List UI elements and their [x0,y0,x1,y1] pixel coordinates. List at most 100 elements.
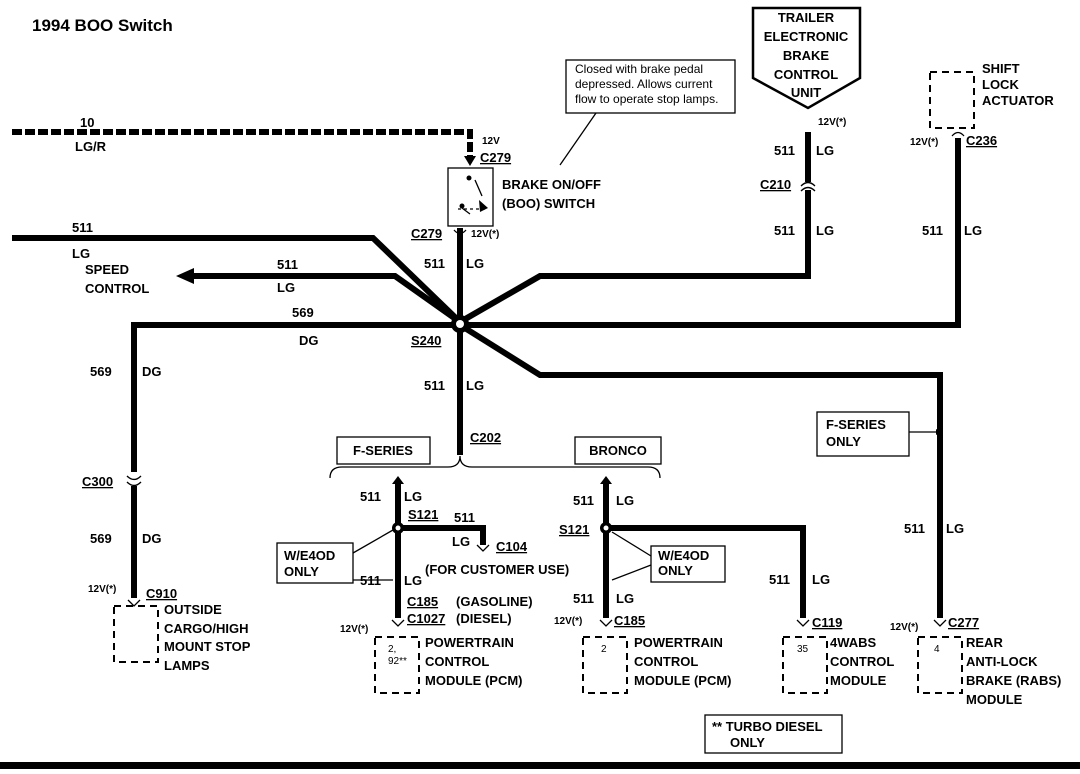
fseries-only-line-1: F-SERIES [826,417,886,432]
c119-symbol [796,619,810,627]
wabs-box [782,636,828,694]
we40d-fseries-line-2: ONLY [284,564,319,579]
wire-511-left [12,235,463,325]
bracket-c202 [329,455,661,479]
wire-511-speed-control [190,273,462,325]
rabs-line-1: REAR [966,635,1003,650]
turbo-note-box [704,714,843,754]
voltage-c910: 12V(*) [88,584,116,595]
we40d-bronco-line-2: ONLY [658,563,693,578]
wire-label-511-wabs: 511 [769,572,790,587]
we40d-bronco-line-1: W/E4OD [658,548,709,563]
trailer-unit-line-4: CONTROL [774,67,838,82]
arrow-speed-control [176,268,194,284]
wire-label-dg-top: DG [299,333,319,348]
wire-label-511-shift: 511 [922,223,943,238]
wire-label-511-c104: 511 [454,510,475,525]
wire-label-511-bronco-lower: 511 [573,591,594,606]
voltage-c236: 12V(*) [910,137,938,148]
wire-label-511-rabs: 511 [904,521,925,536]
wire-label-lg-wabs: LG [812,572,830,587]
rabs-line-4: MODULE [966,692,1023,707]
connector-c277: C277 [948,615,979,630]
wire-label-lg-shift: LG [964,223,982,238]
wire-label-511-speed: 511 [277,257,298,272]
note-closed-line-2: depressed. Allows current [575,77,713,91]
wabs-line-1: 4WABS [830,635,877,650]
diagram-title: 1994 BOO Switch [32,16,173,35]
pcm-fseries-line-3: MODULE (PCM) [425,673,523,688]
wire-label-lg-trailer-top: LG [816,143,834,158]
shift-lock-line-1: SHIFT [982,61,1020,76]
wabs-line-3: MODULE [830,673,887,688]
turbo-note-line-2: ONLY [730,735,765,750]
pcm-bronco-line-1: POWERTRAIN [634,635,723,650]
c300-symbol-bottom [126,481,142,487]
connector-c119: C119 [812,615,842,630]
boo-switch-icon [479,200,488,212]
wire-label-lg-fseries-lower: LG [404,573,422,588]
speed-control-line-1: SPEED [85,262,129,277]
wire-label-511-fseries-lower: 511 [360,573,381,588]
rabs-line-2: ANTI-LOCK [966,654,1038,669]
bronco-label-box [574,436,662,465]
c910-symbol [127,599,141,607]
trailer-brake-unit-shape [751,6,862,110]
outside-lamps-line-4: LAMPS [164,658,210,673]
outside-lamps-line-1: OUTSIDE [164,602,222,617]
wire-label-569-top: 569 [292,305,314,320]
c210-symbol-top [800,181,816,187]
c236-symbol [951,131,965,137]
bottom-border [0,762,1080,769]
connector-c300: C300 [82,474,113,489]
wire-label-511-bronco: 511 [573,493,594,508]
connector-s121-fseries: S121 [408,507,438,522]
pin-wabs: 35 [797,644,809,655]
trailer-unit-line-1: TRAILER [778,10,835,25]
rabs-box [917,636,963,694]
wire-label-lg-trailer-bottom: LG [816,223,834,238]
pcm-fseries-line-1: POWERTRAIN [425,635,514,650]
outside-lamps-line-2: CARGO/HIGH [164,621,249,636]
note-leader [559,112,597,166]
wire-label-dg-lower: DG [142,531,162,546]
wire-label-lgr: LG/R [75,139,107,154]
wire-label-lg-down: LG [466,378,484,393]
wire-label-511-trailer-bottom: 511 [774,223,795,238]
wire-10-lgr [12,129,473,160]
connector-c202: C202 [470,430,501,445]
wire-label-lg-speed: LG [277,280,295,295]
wire-label-511-boo: 511 [424,256,445,271]
boo-switch-line-2: (BOO) SWITCH [502,196,595,211]
pin-pcm-fseries-1: 2, [388,644,396,655]
outside-lamps-box [113,605,159,663]
c277-symbol [933,619,947,627]
connector-c279-top: C279 [480,150,511,165]
diesel-label: (DIESEL) [456,611,512,626]
for-customer-use: (FOR CUSTOMER USE) [425,562,569,577]
we40d-fseries-line-1: W/E4OD [284,548,335,563]
c210-symbol-bottom [800,186,816,192]
wire-wabs [606,525,806,618]
connector-c279-bottom: C279 [411,226,442,241]
splice-s240-center [456,320,464,328]
wire-511-rabs [458,322,943,618]
wire-label-511-fseries: 511 [360,489,381,504]
fseries-only-line-2: ONLY [826,434,861,449]
wire-label-lg-bronco: LG [616,493,634,508]
wire-569-dg [131,322,460,472]
connector-s121-bronco: S121 [559,522,589,537]
connector-c104: C104 [496,539,528,554]
wire-label-lg-rabs: LG [946,521,964,536]
c185-fseries-symbol [391,619,405,627]
voltage-rabs: 12V(*) [890,622,918,633]
pin-rabs: 4 [934,644,940,655]
rabs-line-3: BRAKE (RABS) [966,673,1061,688]
wire-c104 [398,525,486,545]
outside-lamps-line-3: MOUNT STOP [164,639,251,654]
pin-pcm-fseries-2: 92** [388,656,407,667]
note-closed-line-3: flow to operate stop lamps. [575,92,718,106]
bronco-label: BRONCO [589,443,647,458]
voltage-pcm-fseries: 12V(*) [340,624,368,635]
